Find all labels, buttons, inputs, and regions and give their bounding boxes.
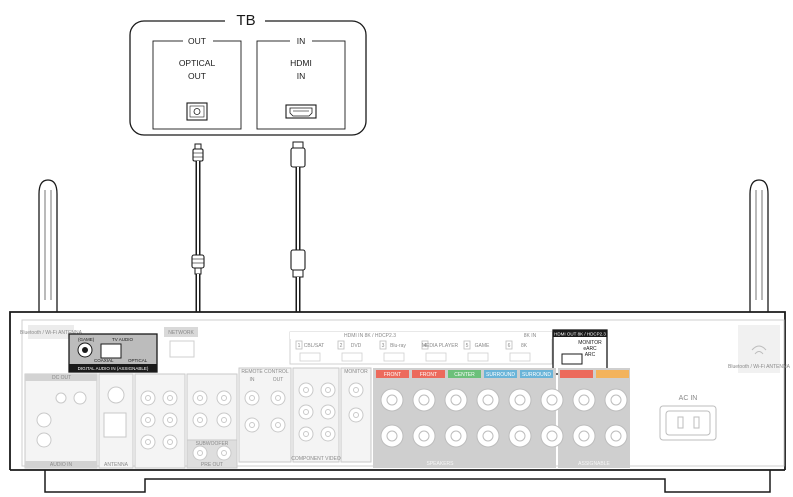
optical-out-line1: OPTICAL [179,58,216,68]
hdmi-input-label: GAME [475,343,490,349]
svg-text:TV AUDIO: TV AUDIO [112,337,134,342]
assignable-header [560,370,593,378]
hdmi-in-line2: IN [297,71,306,81]
hdmi-in-line1: HDMI [290,58,312,68]
svg-text:SUBWOOFER: SUBWOOFER [196,441,229,447]
svg-text:SPEAKERS: SPEAKERS [427,461,455,467]
svg-text:ANTENNA: ANTENNA [104,462,129,468]
hdmi-input-label: MEDIA PLAYER [422,343,459,349]
svg-text:OPTICAL: OPTICAL [128,358,148,363]
hdmi-input-number: 5 [466,343,469,349]
speaker-group-label: FRONT [384,372,401,378]
speaker-group-label: FRONT [420,372,437,378]
optical-out-line2: OUT [188,71,206,81]
svg-text:NETWORK: NETWORK [168,330,194,336]
assignable-header [596,370,629,378]
svg-text:Bluetooth / Wi-Fi ANTENNA: Bluetooth / Wi-Fi ANTENNA [728,364,791,370]
optical-out-port-icon [187,103,207,120]
svg-text:HDMI OUT 8K / HDCP2.3: HDMI OUT 8K / HDCP2.3 [554,332,606,337]
speaker-group-label: SURROUND [522,372,551,378]
hdmi-input-label: DVD [351,343,362,349]
hdmi-input-number: 1 [298,343,301,349]
svg-text:COMPONENT VIDEO: COMPONENT VIDEO [291,456,340,462]
svg-text:ARC: ARC [585,352,596,358]
hdmi-input-label: 8K [521,343,528,349]
svg-text:MONITOR: MONITOR [344,369,368,375]
svg-text:HDMI IN 8K / HDCP2.3: HDMI IN 8K / HDCP2.3 [344,333,396,339]
digital-audio-in-panel: (GAME) TV AUDIO COAXIAL OPTICAL DIGITAL … [69,334,157,372]
tv-device: TB OUT OPTICAL OUT IN HDMI IN [130,12,366,135]
hdmi-input-number: 3 [382,343,385,349]
tv-title: TB [236,12,255,29]
svg-text:COAXIAL: COAXIAL [94,358,114,363]
antenna-right [750,180,768,312]
svg-text:8K IN: 8K IN [524,333,537,339]
hdmi-in-port-icon [286,105,316,118]
hdmi-input-number: 6 [508,343,511,349]
hdmi-input-number: 2 [340,343,343,349]
svg-text:ASSIGNABLE: ASSIGNABLE [578,461,610,467]
receiver: Bluetooth / Wi-Fi ANTENNA Bluetooth / Wi… [10,312,791,492]
hdmi-out-monitor-panel: HDMI OUT 8K / HDCP2.3 MONITOR eARC ARC [553,330,607,374]
speaker-group-label: SURROUND [486,372,515,378]
antenna-left [39,180,57,312]
svg-text:AUDIO IN: AUDIO IN [50,462,73,468]
svg-text:IN: IN [250,377,255,383]
svg-text:DC OUT: DC OUT [52,375,71,381]
hdmi-input-label: Blu-ray [390,343,406,349]
svg-text:OUT: OUT [273,377,284,383]
out-header: OUT [188,36,206,46]
lower-connectors [25,368,716,468]
svg-text:REMOTE CONTROL: REMOTE CONTROL [241,369,288,375]
svg-text:(GAME): (GAME) [78,337,95,342]
speaker-group-label: CENTER [454,372,475,378]
hdmi-input-label: CBL/SAT [304,343,324,349]
svg-text:DIGITAL AUDIO IN (ASSIGNABLE): DIGITAL AUDIO IN (ASSIGNABLE) [78,366,149,371]
in-header: IN [297,36,306,46]
svg-text:PRE OUT: PRE OUT [201,462,223,468]
svg-text:AC IN: AC IN [679,395,698,402]
